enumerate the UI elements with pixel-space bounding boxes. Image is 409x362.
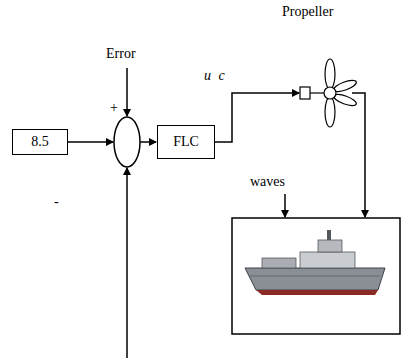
signal-label: u c <box>204 68 225 83</box>
actuator-symbol <box>300 87 310 99</box>
control-signal-wire <box>215 93 299 142</box>
summing-junction <box>114 117 140 167</box>
error-arrow <box>126 68 128 116</box>
process-box: FLC <box>157 125 215 159</box>
ship-box <box>232 218 400 334</box>
box-label: FLC <box>173 134 199 149</box>
ship-illustration <box>245 230 385 295</box>
signal-label: Propeller <box>282 4 333 19</box>
thrust-arrow <box>352 93 365 217</box>
waves-arrow <box>284 194 286 217</box>
signal-label: Error <box>106 46 136 61</box>
signal-label: waves <box>250 174 285 189</box>
error-signal-arrow <box>140 141 156 143</box>
feedback-arrow <box>126 168 128 358</box>
signal-label: + <box>110 100 118 115</box>
signal-label: - <box>54 194 59 209</box>
process-box: 8.5 <box>12 129 68 155</box>
propeller-symbol <box>310 59 358 127</box>
box-label: 8.5 <box>31 134 49 149</box>
setpoint-arrow <box>68 141 113 143</box>
